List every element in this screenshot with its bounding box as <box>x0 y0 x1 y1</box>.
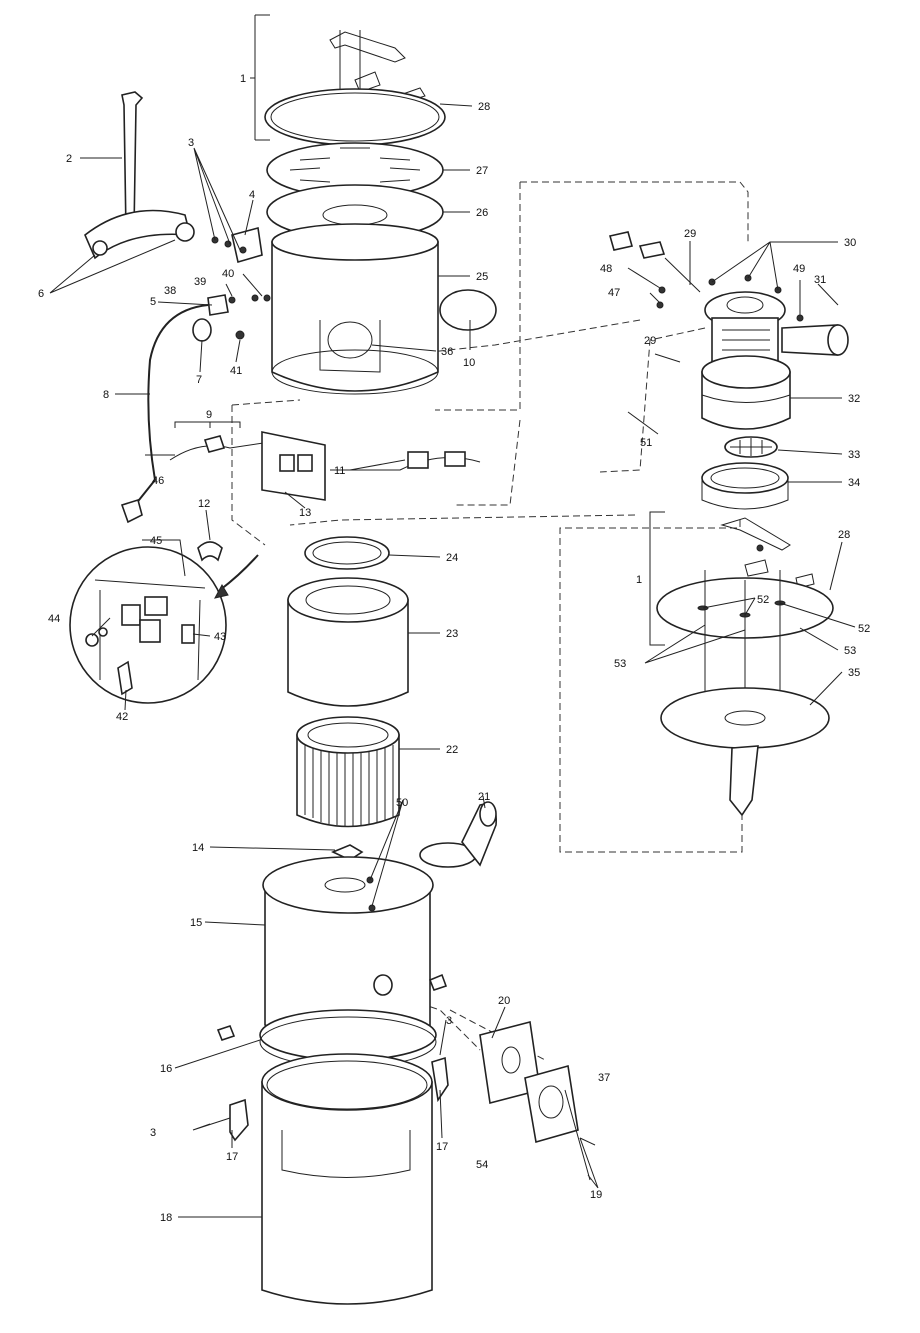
callout-26: 26 <box>476 207 488 219</box>
callout-3-top: 3 <box>188 137 194 149</box>
callout-14: 14 <box>192 842 204 854</box>
callout-18: 18 <box>160 1212 172 1224</box>
callout-40: 40 <box>222 268 234 280</box>
callout-35: 35 <box>848 667 860 679</box>
callout-16: 16 <box>160 1063 172 1075</box>
canister-lower <box>216 973 449 1305</box>
small-hardware <box>192 226 271 342</box>
callout-53-right: 53 <box>844 645 856 657</box>
callout-45: 45 <box>150 535 162 547</box>
callout-7: 7 <box>196 374 202 386</box>
hanger-bracket <box>84 91 195 260</box>
callout-32: 32 <box>848 393 860 405</box>
callout-labels: 1 1 2 3 3 3 4 5 6 7 8 9 10 11 12 13 14 1… <box>38 73 870 1224</box>
callout-43: 43 <box>214 631 226 643</box>
callout-33: 33 <box>848 449 860 461</box>
callout-34: 34 <box>848 477 860 489</box>
callout-17-left: 17 <box>226 1151 238 1163</box>
callout-42: 42 <box>116 711 128 723</box>
filter-stack <box>287 536 409 828</box>
callout-36: 36 <box>441 346 453 358</box>
clip <box>197 541 223 562</box>
callout-30: 30 <box>844 237 856 249</box>
callout-23: 23 <box>446 628 458 640</box>
callout-25: 25 <box>476 271 488 283</box>
callout-3-bottom: 3 <box>150 1127 156 1139</box>
callout-29-top: 29 <box>684 228 696 240</box>
callout-11: 11 <box>334 465 345 477</box>
callout-15: 15 <box>190 917 202 929</box>
power-cord <box>120 304 209 524</box>
callout-50: 50 <box>396 797 408 809</box>
motor-housing <box>271 223 497 395</box>
callout-1-right: 1 <box>636 574 642 586</box>
callout-51: 51 <box>640 437 652 449</box>
callout-41: 41 <box>230 365 242 377</box>
callout-37: 37 <box>598 1072 610 1084</box>
callout-13: 13 <box>299 507 311 519</box>
callout-54: 54 <box>476 1159 488 1171</box>
callout-47: 47 <box>608 287 620 299</box>
callout-24: 24 <box>446 552 458 564</box>
motor-assembly-right <box>608 231 849 817</box>
callout-44: 44 <box>48 613 60 625</box>
callout-8: 8 <box>103 389 109 401</box>
electrical-panel <box>169 421 481 501</box>
callout-48: 48 <box>600 263 612 275</box>
callout-46: 46 <box>152 475 164 487</box>
callout-9: 9 <box>206 409 212 421</box>
leader-lines <box>49 77 856 1218</box>
callout-49: 49 <box>793 263 805 275</box>
callout-5: 5 <box>150 296 156 308</box>
detail-inset <box>69 546 259 704</box>
callout-20: 20 <box>498 995 510 1007</box>
callout-53-left: 53 <box>614 658 626 670</box>
callout-12: 12 <box>198 498 210 510</box>
callout-29-mid: 29 <box>644 335 656 347</box>
callout-31: 31 <box>814 274 826 286</box>
callout-21: 21 <box>478 791 490 803</box>
callout-22: 22 <box>446 744 458 756</box>
callout-19: 19 <box>590 1189 602 1201</box>
callout-2: 2 <box>66 153 72 165</box>
callout-6: 6 <box>38 288 44 300</box>
callout-39: 39 <box>194 276 206 288</box>
callout-28-top: 28 <box>478 101 490 113</box>
callout-52-left: 52 <box>757 594 769 606</box>
callout-52-right: 52 <box>858 623 870 635</box>
callout-1-top: 1 <box>240 73 246 85</box>
callout-17-right: 17 <box>436 1141 448 1153</box>
callout-27: 27 <box>476 165 488 177</box>
inlet-and-knob <box>331 801 497 868</box>
callout-4: 4 <box>249 189 255 201</box>
switch-plates <box>479 1021 596 1181</box>
callout-28-right: 28 <box>838 529 850 541</box>
callout-38: 38 <box>164 285 176 297</box>
top-lid-assembly <box>254 14 446 240</box>
callout-10: 10 <box>463 357 475 369</box>
canister-upper <box>259 856 437 1068</box>
callout-3-mid: 3 <box>446 1015 452 1027</box>
